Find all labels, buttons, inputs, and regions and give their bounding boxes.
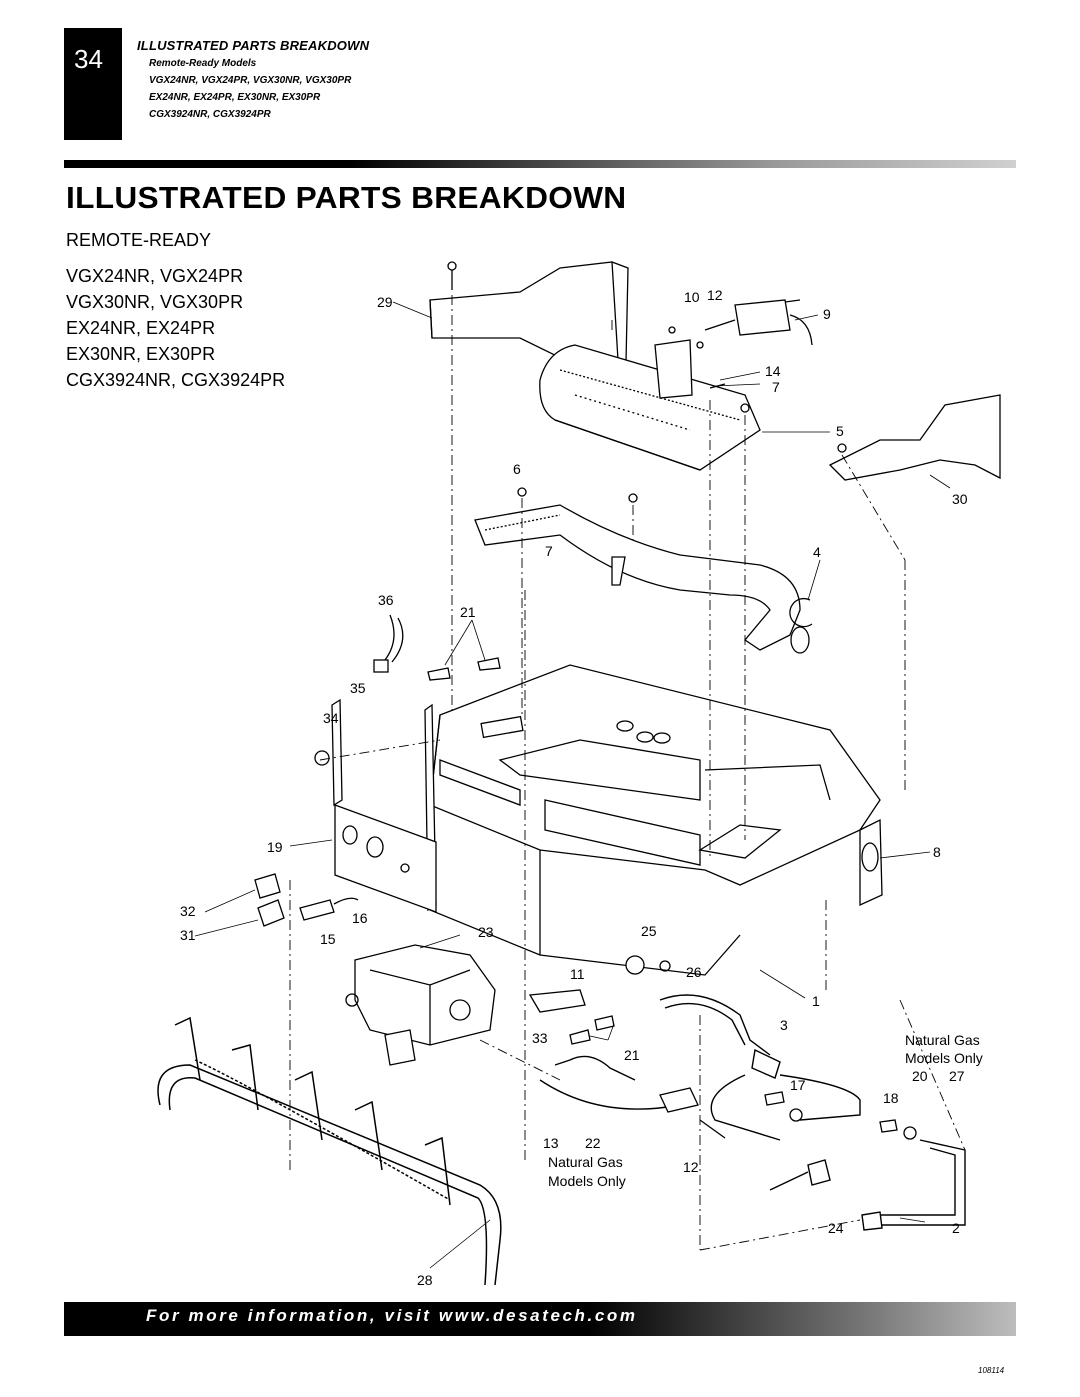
callout-12-bottom: 12 <box>683 1159 699 1175</box>
log-grate <box>157 1016 502 1286</box>
callout-36: 36 <box>378 592 394 608</box>
wire-harness <box>373 614 404 673</box>
callout-21-bottom: 21 <box>624 1047 640 1063</box>
callout-32: 32 <box>180 903 196 919</box>
figure-number: 108114 <box>978 1366 1005 1375</box>
callout-21-top: 21 <box>460 604 476 620</box>
subtitle: REMOTE-READY <box>66 230 212 250</box>
note-models-only-left: Models Only <box>548 1173 626 1189</box>
firebox-base <box>429 664 881 976</box>
callout-10: 10 <box>684 289 700 305</box>
footer-website-link[interactable]: For more information, visit www.desatech… <box>146 1306 638 1325</box>
callout-11: 11 <box>570 966 585 982</box>
callout-5: 5 <box>836 423 844 439</box>
callout-27: 27 <box>949 1068 965 1084</box>
header-line-3: EX24NR, EX24PR, EX30NR, EX30PR <box>149 92 321 103</box>
footer-bar <box>64 1302 1016 1336</box>
callout-13: 13 <box>543 1135 559 1151</box>
screw-29 <box>447 261 457 290</box>
note-natural-gas-left: Natural Gas <box>548 1154 623 1170</box>
heat-shield-top <box>429 261 629 366</box>
note-natural-gas-right: Natural Gas <box>905 1032 980 1048</box>
callout-8: 8 <box>933 844 941 860</box>
burner-tube <box>539 344 761 471</box>
header-line-4: CGX3924NR, CGX3924PR <box>149 109 271 120</box>
callout-16: 16 <box>352 910 368 926</box>
callout-14: 14 <box>765 363 781 379</box>
callout-6: 6 <box>513 461 521 477</box>
header-section-title: ILLUSTRATED PARTS BREAKDOWN <box>137 38 370 53</box>
callout-26: 26 <box>686 964 702 980</box>
page-title: ILLUSTRATED PARTS BREAKDOWN <box>66 180 627 215</box>
callout-4: 4 <box>813 544 821 560</box>
burner-pipe <box>474 487 813 654</box>
model-line-1: VGX24NR, VGX24PR <box>66 266 244 286</box>
page-number: 34 <box>74 44 103 74</box>
callout-2: 2 <box>952 1220 960 1236</box>
callout-33: 33 <box>532 1030 548 1046</box>
model-line-2: VGX30NR, VGX30PR <box>66 292 244 312</box>
header-rule <box>64 160 1016 168</box>
callout-23: 23 <box>478 924 494 940</box>
callout-29: 29 <box>377 294 393 310</box>
callout-28: 28 <box>417 1272 433 1288</box>
callout-22: 22 <box>585 1135 601 1151</box>
page-number-box <box>64 28 122 140</box>
gas-lines <box>539 994 966 1231</box>
callout-25: 25 <box>641 923 657 939</box>
callout-18: 18 <box>883 1090 899 1106</box>
callout-7-top: 7 <box>772 379 780 395</box>
control-plate <box>334 804 437 913</box>
callout-34: 34 <box>323 710 339 726</box>
callout-7-mid: 7 <box>545 543 553 559</box>
model-line-3: EX24NR, EX24PR <box>66 318 216 338</box>
heat-shield-right <box>828 394 1001 481</box>
callout-9: 9 <box>823 306 831 322</box>
callout-3: 3 <box>780 1017 788 1033</box>
callout-19: 19 <box>267 839 283 855</box>
callout-31: 31 <box>180 927 196 943</box>
callout-17: 17 <box>790 1077 806 1093</box>
callout-15: 15 <box>320 931 336 947</box>
pilot-assembly <box>704 299 813 346</box>
callout-12-top: 12 <box>707 287 723 303</box>
header-line-2: VGX24NR, VGX24PR, VGX30NR, VGX30PR <box>149 75 352 86</box>
callout-24: 24 <box>828 1220 844 1236</box>
callout-35: 35 <box>350 680 366 696</box>
callout-1: 1 <box>812 993 820 1009</box>
model-line-4: EX30NR, EX30PR <box>66 344 216 364</box>
header-line-1: Remote-Ready Models <box>149 58 257 69</box>
model-line-5: CGX3924NR, CGX3924PR <box>66 370 286 390</box>
callout-30: 30 <box>952 491 968 507</box>
gas-valve <box>345 944 496 1066</box>
pilot-bracket <box>654 326 704 399</box>
callout-20: 20 <box>912 1068 928 1084</box>
note-models-only-right: Models Only <box>905 1050 983 1066</box>
